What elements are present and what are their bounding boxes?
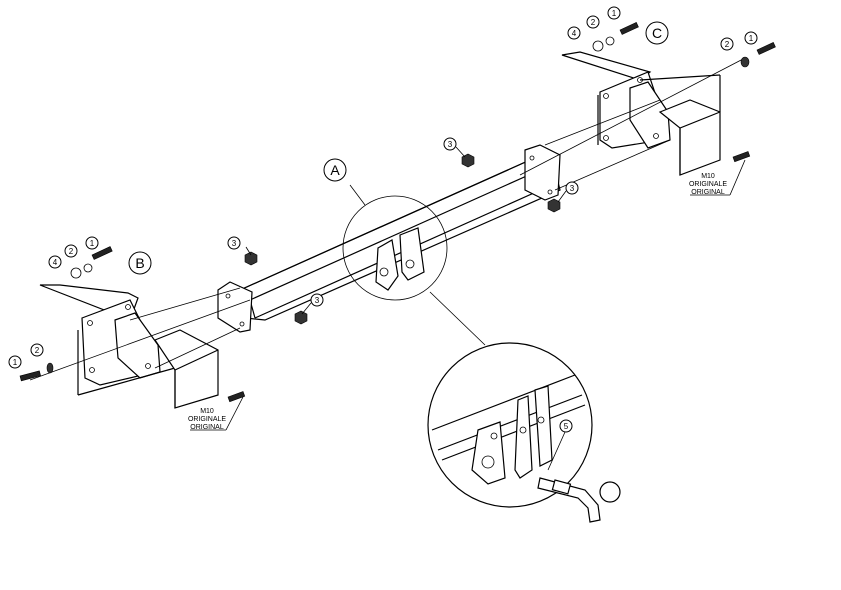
note-left-line2: ORIGINALE	[188, 416, 226, 423]
note-right-line3: ORIGINAL	[691, 189, 725, 196]
callout-a: A	[323, 158, 347, 182]
right-chassis-box	[639, 74, 721, 176]
note-left-line3: ORIGINAL	[190, 424, 224, 431]
part-4-right-top: 4	[572, 29, 577, 38]
label-a: A	[330, 162, 340, 178]
nut-3-a	[244, 251, 258, 266]
center-hitch-bracket	[375, 227, 425, 291]
part-2-right-far: 2	[725, 40, 730, 49]
note-right-line1: M10	[701, 173, 715, 180]
part-3-a: 3	[232, 239, 237, 248]
part-1-left-bottom: 1	[13, 358, 18, 367]
label-a-leader	[349, 184, 366, 206]
part-3-c: 3	[448, 140, 453, 149]
note-left-line1: M10	[200, 408, 214, 415]
note-right: M10 ORIGINALE ORIGINAL	[689, 173, 727, 196]
crossbar-right-plate	[524, 144, 561, 201]
part-1-left-top: 1	[90, 239, 95, 248]
part-1-right-top: 1	[612, 9, 617, 18]
bubble-leaders	[245, 146, 567, 315]
callout-c: C	[645, 21, 669, 45]
right-far-fasteners	[740, 41, 776, 68]
label-c: C	[652, 25, 662, 41]
part-5: 5	[564, 422, 569, 431]
crossbar-left-plate	[217, 281, 253, 333]
callout-b: B	[128, 251, 152, 275]
part-2-right-top: 2	[591, 18, 596, 27]
left-bottom-fasteners	[19, 362, 54, 382]
note-left: M10 ORIGINALE ORIGINAL	[188, 408, 226, 431]
detail-view	[427, 342, 621, 523]
left-top-fasteners	[70, 246, 113, 279]
label-b: B	[135, 255, 144, 271]
part-3-d: 3	[570, 184, 575, 193]
part-4-left-top: 4	[53, 258, 58, 267]
right-top-fasteners	[592, 21, 639, 52]
detail-leader-line	[429, 291, 486, 346]
left-chassis-box	[154, 329, 219, 409]
right-bracket-c	[561, 51, 671, 149]
detail-circle-a	[342, 195, 448, 301]
left-bracket-b	[39, 284, 176, 396]
note-right-line2: ORIGINALE	[689, 181, 727, 188]
part-2-left-top: 2	[69, 247, 74, 256]
left-m10-bolt	[190, 391, 246, 431]
nut-3-c	[461, 153, 475, 168]
part-2-left-bottom: 2	[35, 346, 40, 355]
part-1-right-far: 1	[749, 34, 754, 43]
nut-3-b	[294, 310, 308, 325]
part-3-b: 3	[315, 296, 320, 305]
right-m10-bolt	[690, 151, 751, 196]
nut-3-d	[547, 198, 561, 213]
